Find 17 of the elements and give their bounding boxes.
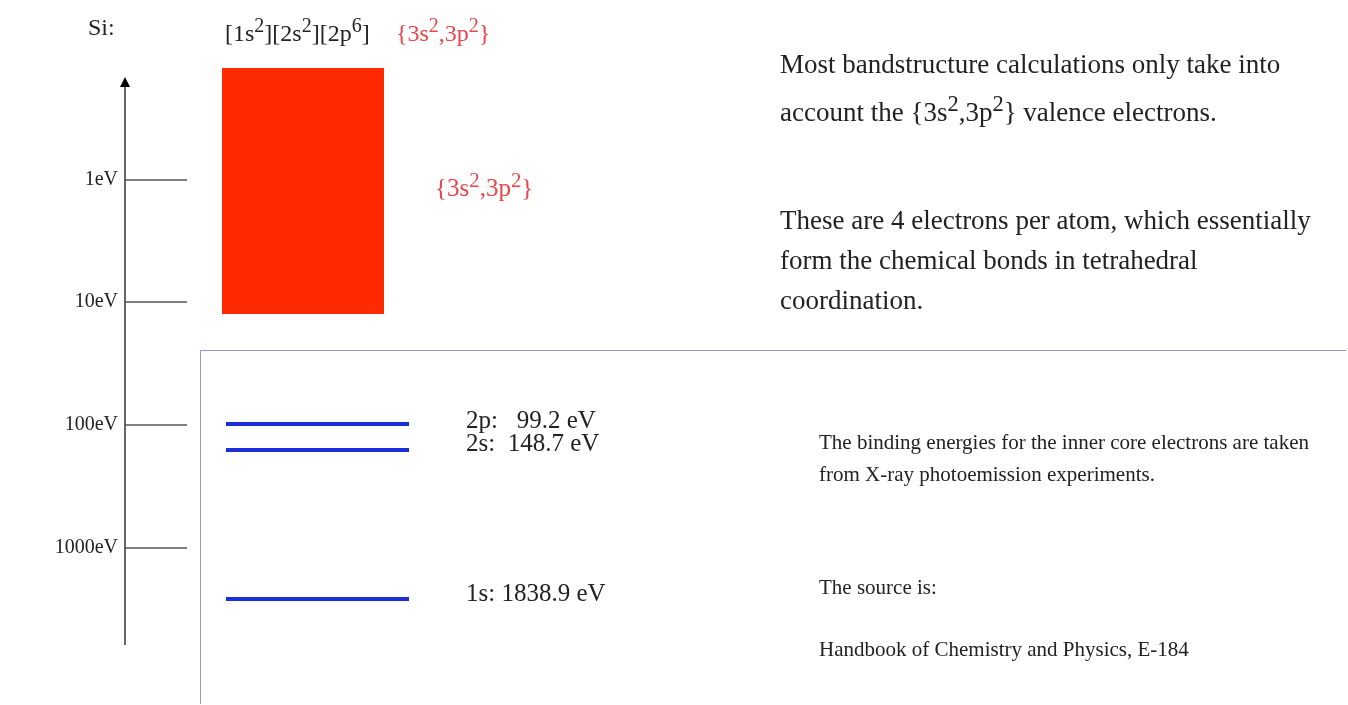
electron-configuration: [1s$^{2}$][2s$^{2}$][2p$^{6}$] — [225, 14, 370, 47]
note-text: Handbook of Chemistry and Physics, E-184 — [819, 636, 1190, 663]
description-text: Most bandstructure calculations only take into account the {3s$^{2}$,3p$^{2}$} valence electrons. — [780, 48, 1282, 129]
note-text: The binding energies for the inner core electrons are taken from X-ray photoemission experiments. — [819, 429, 1310, 488]
axis-tick-label: 10eV — [74, 289, 118, 312]
energy-value: 2p: 99.2 eV — [466, 406, 596, 434]
core-levels-panel — [200, 350, 1346, 704]
description-text: These are 4 electrons per atom, which essentially form the chemical bonds in tetrahedral coordination. — [780, 204, 1312, 317]
valence-band — [222, 68, 384, 314]
axis-tick-label: 100eV — [64, 412, 118, 435]
energy-value: 1s: 1838.9 eV — [466, 579, 606, 607]
valence-configuration: {3s$^{2}$,3p$^{2}$} — [396, 14, 491, 47]
band-label: {3s$^{2}$,3p$^{2}$} — [435, 168, 534, 203]
note-text: The source is: — [819, 574, 938, 601]
axis-tick-label: 1eV — [84, 167, 118, 190]
element-label: Si: — [88, 14, 115, 41]
axis-tick-label: 1000eV — [54, 535, 118, 558]
